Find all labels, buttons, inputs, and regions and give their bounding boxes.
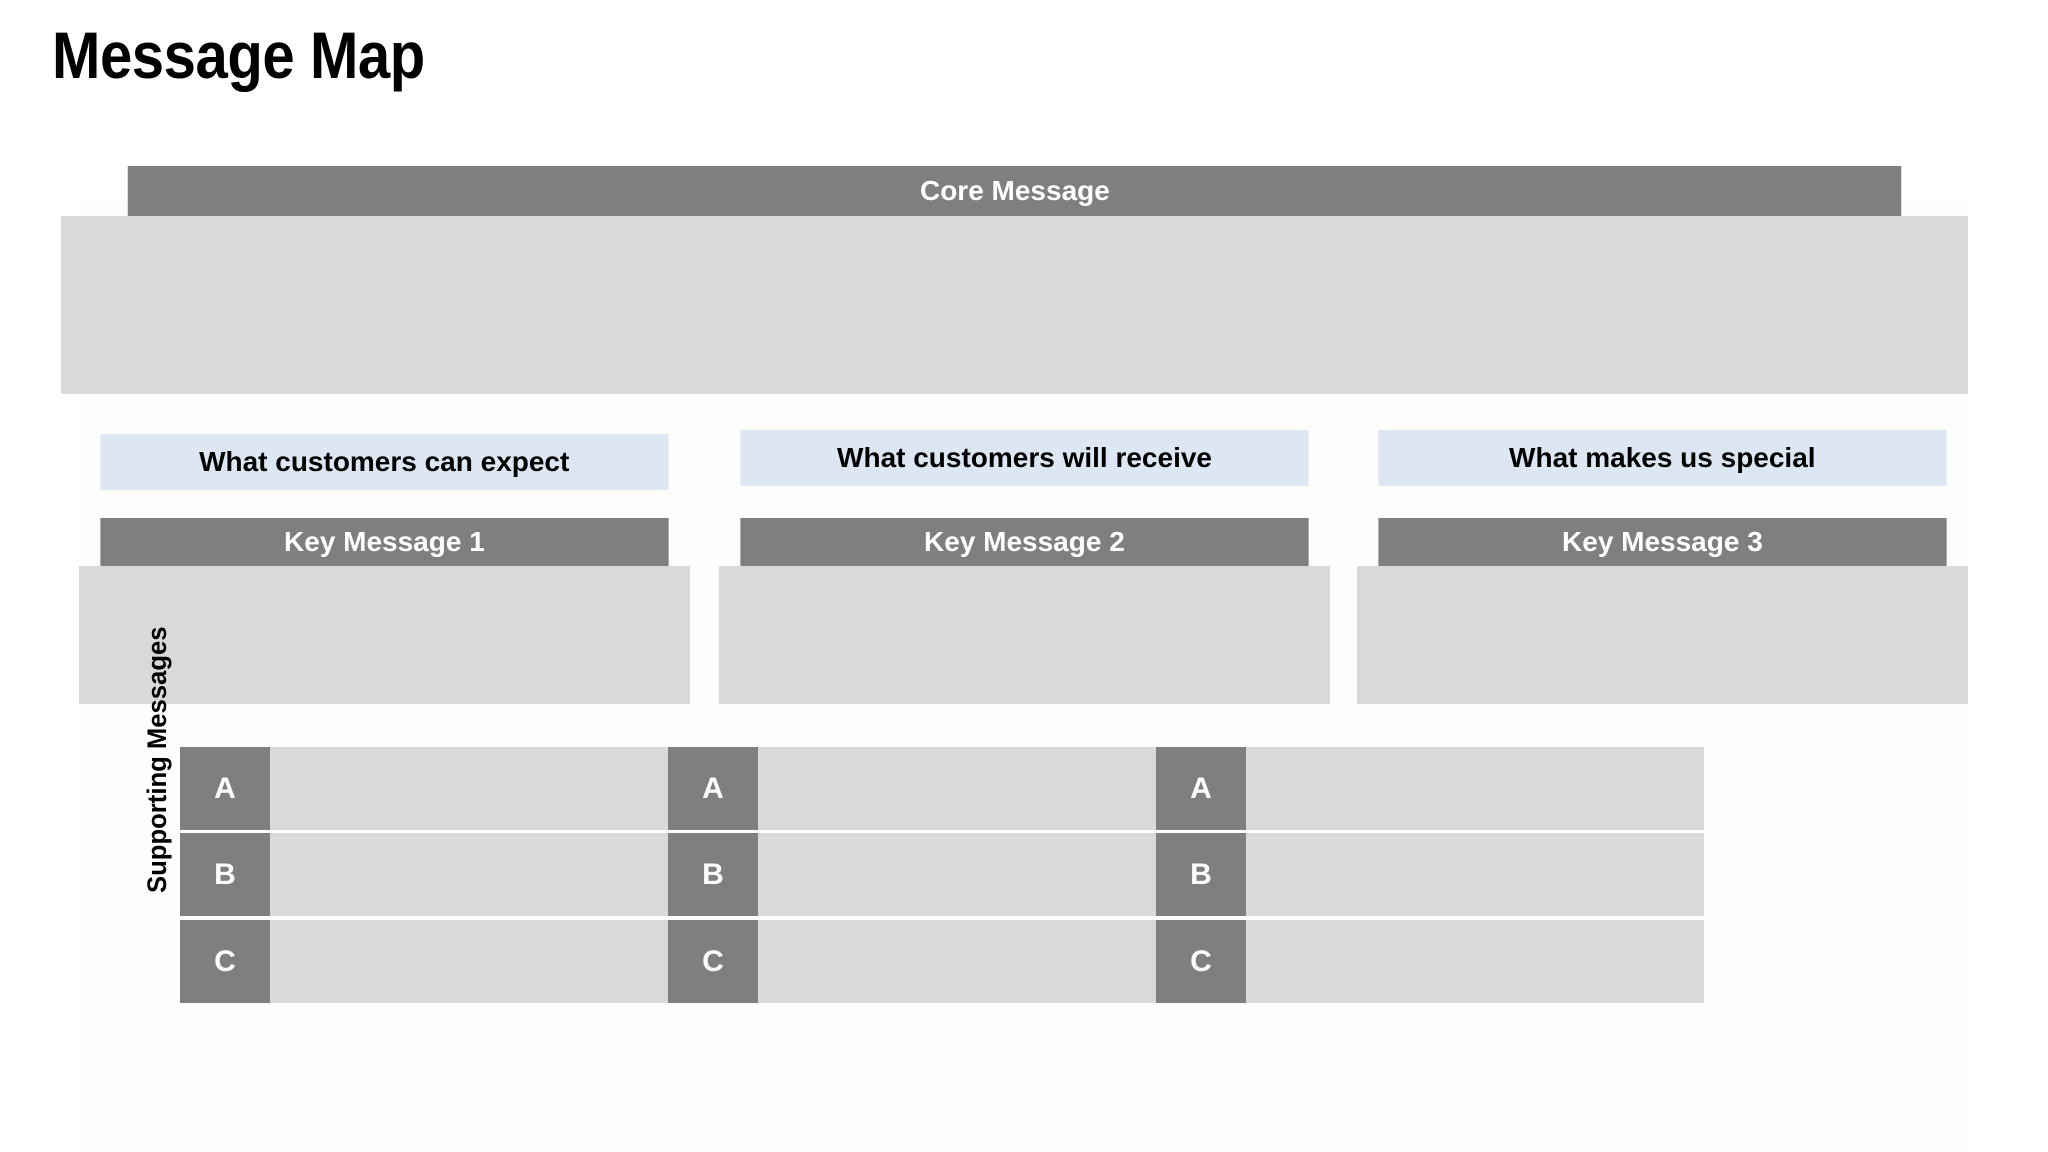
key-message-header-3-label: Key Message 3: [1562, 526, 1763, 557]
key-message-body-3[interactable]: [1357, 566, 1968, 704]
supporting-body-3c[interactable]: [1246, 920, 1704, 1003]
supporting-body-3b[interactable]: [1246, 833, 1704, 916]
supporting-badge-3a: A: [1156, 747, 1246, 830]
supporting-row[interactable]: C: [668, 920, 1216, 1003]
supporting-badge-label: A: [214, 771, 236, 805]
core-message-header: Core Message: [127, 166, 1902, 216]
supporting-body-2c[interactable]: [758, 920, 1216, 1003]
supporting-badge-1a: A: [180, 747, 270, 830]
supporting-badge-2b: B: [668, 833, 758, 916]
key-message-header-2: Key Message 2: [740, 518, 1309, 566]
supporting-badge-label: C: [214, 944, 236, 978]
core-message-body[interactable]: [61, 216, 1968, 394]
audience-header-3-label: What makes us special: [1509, 442, 1816, 473]
audience-header-1-label: What customers can expect: [199, 446, 570, 477]
supporting-badge-2c: C: [668, 920, 758, 1003]
page-title: Message Map: [52, 18, 425, 92]
key-message-header-2-label: Key Message 2: [924, 526, 1125, 557]
supporting-body-1b[interactable]: [270, 833, 712, 916]
supporting-badge-label: B: [702, 857, 724, 891]
supporting-body-2b[interactable]: [758, 833, 1216, 916]
key-message-body-2[interactable]: [719, 566, 1330, 704]
supporting-badge-1b: B: [180, 833, 270, 916]
supporting-messages-axis-label: Supporting Messages: [137, 595, 177, 925]
supporting-row[interactable]: A: [668, 747, 1216, 830]
supporting-badge-3b: B: [1156, 833, 1246, 916]
audience-header-1: What customers can expect: [100, 434, 669, 490]
core-message-header-label: Core Message: [919, 175, 1110, 206]
key-message-body-1[interactable]: [79, 566, 690, 704]
supporting-body-2a[interactable]: [758, 747, 1216, 830]
supporting-row[interactable]: A: [180, 747, 712, 830]
supporting-body-3a[interactable]: [1246, 747, 1704, 830]
supporting-badge-label: A: [702, 771, 724, 805]
supporting-badge-label: C: [702, 944, 724, 978]
supporting-row[interactable]: B: [668, 833, 1216, 916]
audience-header-2-label: What customers will receive: [837, 442, 1212, 473]
audience-header-3: What makes us special: [1378, 430, 1947, 486]
supporting-badge-label: B: [1190, 857, 1212, 891]
supporting-body-1c[interactable]: [270, 920, 712, 1003]
key-message-header-1: Key Message 1: [100, 518, 669, 566]
supporting-body-1a[interactable]: [270, 747, 712, 830]
supporting-badge-1c: C: [180, 920, 270, 1003]
audience-header-2: What customers will receive: [740, 430, 1309, 486]
key-message-header-3: Key Message 3: [1378, 518, 1947, 566]
supporting-row[interactable]: B: [1156, 833, 1704, 916]
supporting-row[interactable]: C: [180, 920, 712, 1003]
supporting-row[interactable]: B: [180, 833, 712, 916]
key-message-header-1-label: Key Message 1: [284, 526, 485, 557]
supporting-row[interactable]: C: [1156, 920, 1704, 1003]
supporting-badge-3c: C: [1156, 920, 1246, 1003]
supporting-badge-2a: A: [668, 747, 758, 830]
supporting-messages-axis-label-text: Supporting Messages: [141, 626, 172, 894]
supporting-badge-label: A: [1190, 771, 1212, 805]
supporting-row[interactable]: A: [1156, 747, 1704, 830]
supporting-badge-label: C: [1190, 944, 1212, 978]
supporting-badge-label: B: [214, 857, 236, 891]
